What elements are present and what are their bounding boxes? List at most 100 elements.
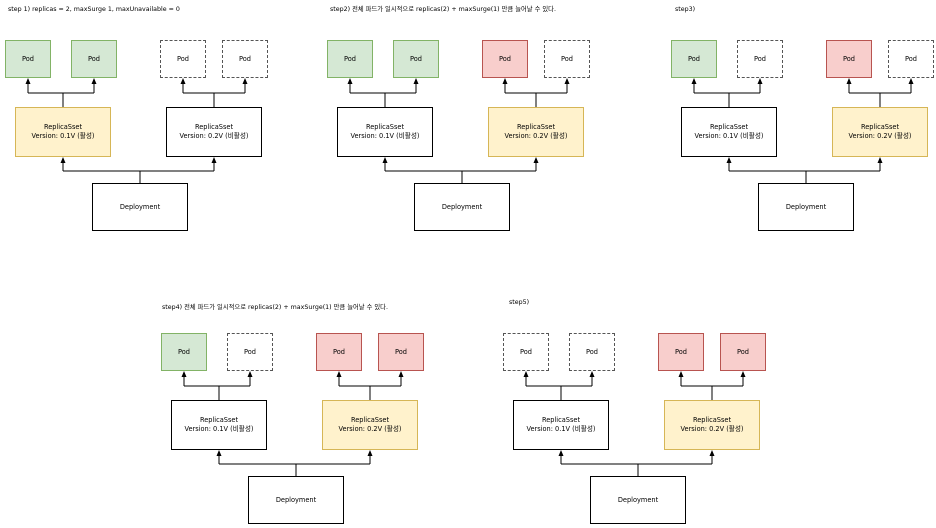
arrowhead [181, 371, 187, 377]
arrowhead [877, 157, 883, 163]
replicaset-title: ReplicaSset [194, 123, 234, 132]
deployment-to-replicaset-line [384, 163, 537, 183]
replicaset-version: Version: 0.2V (활성) [848, 132, 912, 140]
arrowhead [180, 78, 186, 84]
pod-box: Pod [222, 40, 268, 78]
pod-box: Pod [227, 333, 273, 371]
pod-box: Pod [671, 40, 717, 78]
arrowhead [91, 78, 97, 84]
replicaset-version: Version: 0.2V (비활성) [179, 132, 249, 140]
pod-box: Pod [658, 333, 704, 371]
pod-box: Pod [5, 40, 51, 78]
arrowhead [678, 371, 684, 377]
pod-box: Pod [482, 40, 528, 78]
step-label: step 1) replicas = 2, maxSurge 1, maxUna… [8, 6, 180, 13]
step-label: step2) 전체 파드가 일시적으로 replicas(2) + maxSur… [330, 6, 556, 13]
arrowhead [589, 371, 595, 377]
arrowhead [336, 371, 342, 377]
arrowhead [558, 450, 564, 456]
arrowhead [691, 78, 697, 84]
arrowhead [564, 78, 570, 84]
replicaset-title: ReplicaSset [709, 123, 749, 132]
deployment-to-replicaset-line [560, 456, 713, 476]
replicaset-version: Version: 0.1V (비활성) [526, 425, 596, 433]
replicaset-to-pod-line [504, 84, 568, 107]
deployment-box: Deployment [758, 183, 854, 231]
deployment-box: Deployment [92, 183, 188, 231]
arrowhead [247, 371, 253, 377]
deployment-to-replicaset-line [218, 456, 371, 476]
arrowhead [413, 78, 419, 84]
pod-box: Pod [569, 333, 615, 371]
pod-box: Pod [720, 333, 766, 371]
deployment-box: Deployment [414, 183, 510, 231]
replicaset-to-pod-line [27, 84, 95, 107]
pod-box: Pod [327, 40, 373, 78]
replicaset-version: Version: 0.1V (비활성) [184, 425, 254, 433]
replicaset-version: Version: 0.2V (활성) [338, 425, 402, 433]
step-label: step3) [675, 6, 696, 13]
pod-box: Pod [161, 333, 207, 371]
arrowhead [211, 157, 217, 163]
replicaset-to-pod-line [349, 84, 417, 107]
replicaset-to-pod-line [338, 377, 402, 400]
arrowhead [347, 78, 353, 84]
arrowhead [740, 371, 746, 377]
replicaset-to-pod-line [693, 84, 761, 107]
replicaset-version: Version: 0.1V (비활성) [350, 132, 420, 140]
pod-box: Pod [316, 333, 362, 371]
arrowhead [709, 450, 715, 456]
arrowhead [242, 78, 248, 84]
step-label: step5) [509, 299, 530, 306]
replicaset-version: Version: 0.1V (비활성) [694, 132, 764, 140]
deployment-to-replicaset-line [728, 163, 881, 183]
pod-box: Pod [393, 40, 439, 78]
pod-box: Pod [378, 333, 424, 371]
replicaset-version: Version: 0.2V (활성) [504, 132, 568, 140]
arrowhead [908, 78, 914, 84]
pod-box: Pod [503, 333, 549, 371]
replicaset-to-pod-line [680, 377, 744, 400]
replicaset-to-pod-line [182, 84, 246, 107]
replicaset-to-pod-line [183, 377, 251, 400]
pod-box: Pod [737, 40, 783, 78]
pod-box: Pod [544, 40, 590, 78]
arrowhead [367, 450, 373, 456]
deployment-to-replicaset-line [62, 163, 215, 183]
arrowhead [726, 157, 732, 163]
arrowhead [382, 157, 388, 163]
arrowhead [502, 78, 508, 84]
arrowhead [216, 450, 222, 456]
pod-box: Pod [888, 40, 934, 78]
pod-box: Pod [160, 40, 206, 78]
replicaset-title: ReplicaSset [541, 416, 581, 425]
replicaset-title: ReplicaSset [365, 123, 405, 132]
replicaset-version: Version: 0.2V (활성) [680, 425, 744, 433]
deployment-box: Deployment [248, 476, 344, 524]
arrowhead [25, 78, 31, 84]
replicaset-title: ReplicaSset [516, 123, 556, 132]
arrowhead [533, 157, 539, 163]
replicaset-title: ReplicaSset [199, 416, 239, 425]
arrowhead [523, 371, 529, 377]
replicaset-to-pod-line [848, 84, 912, 107]
arrowhead [398, 371, 404, 377]
replicaset-version: Version: 0.1V (활성) [31, 132, 95, 140]
arrowhead [757, 78, 763, 84]
pod-box: Pod [826, 40, 872, 78]
replicaset-title: ReplicaSset [860, 123, 900, 132]
replicaset-title: ReplicaSset [692, 416, 732, 425]
replicaset-to-pod-line [525, 377, 593, 400]
pod-box: Pod [71, 40, 117, 78]
deployment-box: Deployment [590, 476, 686, 524]
